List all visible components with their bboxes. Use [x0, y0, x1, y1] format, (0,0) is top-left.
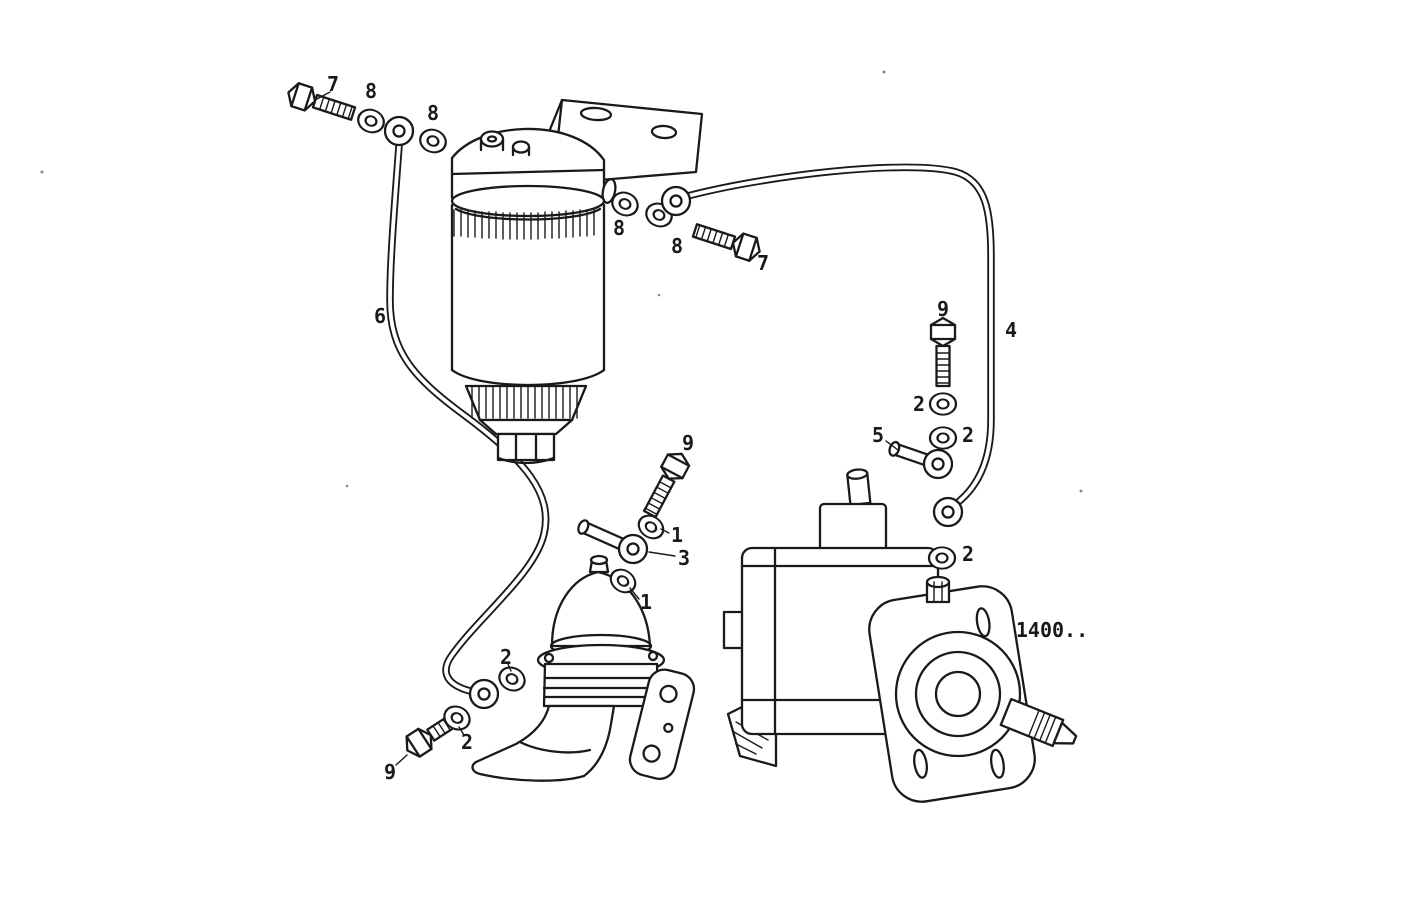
- injection-pump: [722, 468, 1078, 803]
- part-callout-3: 3: [677, 546, 691, 570]
- part-callout-1: 1: [639, 590, 653, 614]
- part-callout-7: 7: [756, 251, 770, 275]
- part-callout-2: 2: [961, 423, 975, 447]
- filter-head: [450, 127, 617, 204]
- fuel-filter-assembly: [450, 98, 704, 465]
- feed-pump-top-fittings: [577, 447, 694, 599]
- part-callout-8: 8: [670, 234, 684, 258]
- fuel-pipe-4: [680, 163, 995, 512]
- part-callout-2: 2: [460, 730, 474, 754]
- part-callout-8: 8: [364, 79, 378, 103]
- part-callout-8: 8: [612, 216, 626, 240]
- part-callout-7: 7: [326, 72, 340, 96]
- part-callout-9: 9: [681, 431, 695, 455]
- injection-pump-stud: [846, 468, 872, 507]
- part-callout-9: 9: [936, 297, 950, 321]
- feed-pump-flange: [628, 668, 696, 780]
- part-callout-1400: 1400..: [1015, 618, 1089, 642]
- part-callout-2: 2: [912, 392, 926, 416]
- injection-pump-inlet-boss: [925, 575, 951, 604]
- speckles: [40, 70, 1083, 493]
- leader-lines: [316, 91, 899, 766]
- part-callout-2: 2: [499, 645, 513, 669]
- injection-pump-inlet-fittings: [888, 316, 964, 570]
- part-callout-4: 4: [1004, 318, 1018, 342]
- filter-canister: [450, 184, 606, 465]
- part-callout-6: 6: [373, 304, 387, 328]
- part-callout-9: 9: [383, 760, 397, 784]
- part-callout-1: 1: [670, 523, 684, 547]
- part-callout-2: 2: [961, 542, 975, 566]
- part-callout-5: 5: [871, 423, 885, 447]
- filter-outlet-fittings: [607, 185, 765, 265]
- part-callout-8: 8: [426, 101, 440, 125]
- injection-pump-shaft: [999, 697, 1078, 748]
